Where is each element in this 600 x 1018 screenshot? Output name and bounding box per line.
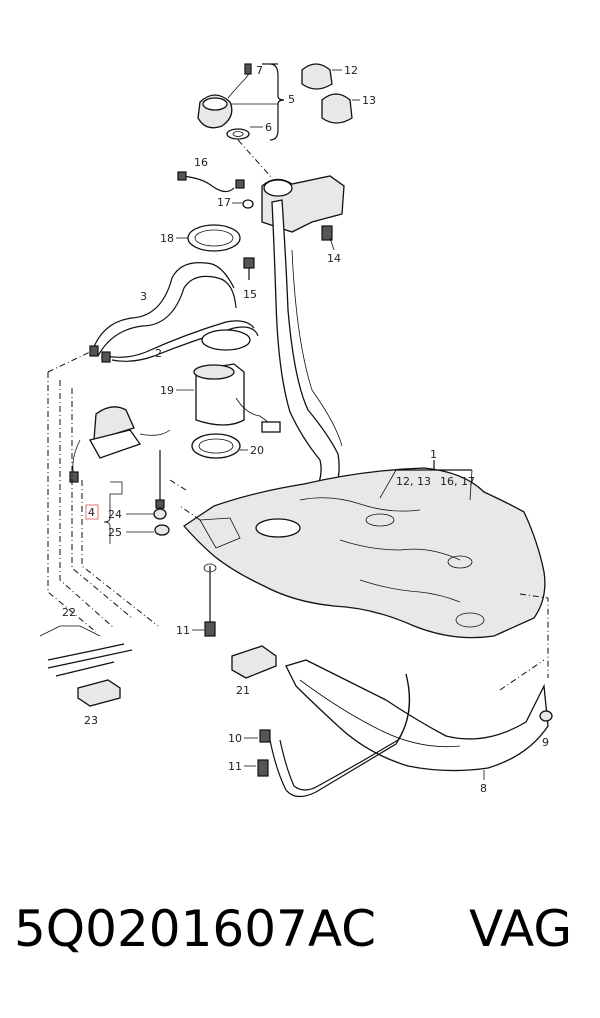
callout-16: 16 <box>194 156 208 169</box>
callout-23: 23 <box>84 714 98 727</box>
callout-3: 3 <box>140 290 147 303</box>
callout-1-sub-b: 16, 17 <box>440 475 475 488</box>
brand-name: VAG <box>469 900 573 958</box>
heat-shield-8 <box>285 659 549 772</box>
callout-25: 25 <box>108 526 122 539</box>
exploded-parts-diagram: 7 5 6 12 13 14 16 17 18 15 <box>39 63 553 798</box>
callout-10: 10 <box>228 732 242 745</box>
control-unit <box>69 406 171 509</box>
fuel-tank-1 <box>183 467 546 639</box>
callout-5: 5 <box>288 93 295 106</box>
callout-1-bracket <box>379 460 473 501</box>
callout-20: 20 <box>250 444 264 457</box>
sensor-wire-16 <box>177 171 254 209</box>
callout-4-bracket <box>85 481 123 544</box>
footer: 5Q0201607AC VAG <box>0 900 600 980</box>
callout-1: 1 <box>430 448 437 461</box>
callout-5-bracket <box>230 63 285 141</box>
callout-11-upper: 11 <box>176 624 190 637</box>
callout-7: 7 <box>256 64 263 77</box>
callout-12: 12 <box>344 64 358 77</box>
callout-18: 18 <box>160 232 174 245</box>
bolt-11-upper <box>204 566 216 637</box>
part-number: 5Q0201607AC <box>14 900 377 958</box>
callout-4: 4 <box>88 506 95 519</box>
locking-ring-18 <box>187 224 241 252</box>
fuel-lines <box>89 262 259 363</box>
fuel-pump-19 <box>193 329 281 433</box>
bolt-11-lower <box>257 759 269 777</box>
callout-14: 14 <box>327 252 341 265</box>
seal-ring-20 <box>191 433 241 459</box>
filler-neck <box>261 175 345 495</box>
callout-19: 19 <box>160 384 174 397</box>
callout-11-lower: 11 <box>228 760 242 773</box>
nut-9 <box>539 710 553 722</box>
callout-17: 17 <box>217 196 231 209</box>
strap <box>269 673 411 798</box>
filler-cap-group <box>197 63 353 140</box>
line-set-22 <box>39 625 133 677</box>
callout-4-highlight-box <box>85 504 99 520</box>
callout-2: 2 <box>155 347 162 360</box>
callout-13: 13 <box>362 94 376 107</box>
callout-9: 9 <box>542 736 549 749</box>
callout-15: 15 <box>243 288 257 301</box>
nut-24 <box>153 508 167 520</box>
bolt-15 <box>243 257 255 280</box>
callout-8: 8 <box>480 782 487 795</box>
clip-25 <box>154 524 170 536</box>
callout-6: 6 <box>265 121 272 134</box>
callout-1-sub-a: 12, 13 <box>396 475 431 488</box>
bracket-10 <box>259 729 271 743</box>
connector-21 <box>231 645 277 679</box>
callout-21: 21 <box>236 684 250 697</box>
callout-24: 24 <box>108 508 122 521</box>
callout-22: 22 <box>62 606 76 619</box>
connector-23 <box>77 679 121 707</box>
